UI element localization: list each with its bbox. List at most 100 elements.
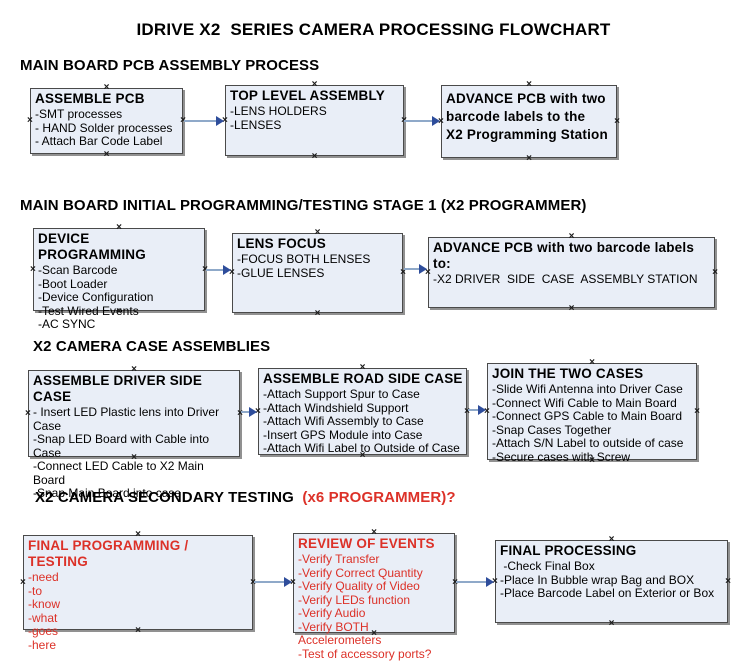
box-line: -Snap Main Board into case [33, 486, 182, 500]
flow-connector-arrow[interactable] [468, 405, 486, 415]
box-title: ASSEMBLE ROAD SIDE CASE [263, 371, 463, 386]
box-line: -to [28, 583, 43, 598]
flow-box-join-the-two-cases[interactable]: × × × × JOIN THE TWO CASES -Slide Wifi A… [484, 358, 700, 466]
box-lines: -LENS HOLDERS-LENSES [230, 104, 400, 132]
box-lines: -SMT processes- HAND Solder processes- A… [35, 107, 179, 149]
box-line: -LENSES [230, 117, 282, 132]
box-line: -Verify Transfer [298, 552, 380, 566]
connector-line [404, 120, 433, 122]
flow-connector-arrow[interactable] [241, 407, 257, 417]
box-line: - Insert LED Plastic lens into Driver Ca… [33, 405, 223, 433]
arrowhead-icon [432, 116, 440, 126]
box-line: -Verify BOTH Accelerometers [298, 619, 382, 647]
box-lines: -X2 DRIVER SIDE CASE ASSEMBLY STATION [433, 272, 711, 287]
box-line: -Connect LED Cable to X2 Main Board [33, 459, 208, 487]
box-line: -GLUE LENSES [237, 265, 325, 280]
connector-line [456, 581, 487, 583]
box-title: JOIN THE TWO CASES [492, 366, 644, 381]
box-line: -Test Wired Events [38, 303, 139, 318]
box-lines: -need-to-know-what-goes-here [28, 570, 249, 652]
box-line: -X2 DRIVER SIDE CASE ASSEMBLY STATION [433, 272, 698, 286]
connector-line [254, 581, 285, 583]
box-line: -Attach Wifi Label to Outside of Case [263, 441, 460, 455]
flow-box-final-programming-testing[interactable]: × × × × FINAL PROGRAMMING / TESTING -nee… [20, 530, 256, 652]
flow-box-assemble-road-side-case[interactable]: × × × × ASSEMBLE ROAD SIDE CASE -Attach … [255, 363, 470, 461]
box-line: -Check Final Box [500, 559, 595, 573]
flow-box-top-level-assembly[interactable]: × × × × TOP LEVEL ASSEMBLY -LENS HOLDERS… [222, 80, 407, 162]
box-title: FINAL PROGRAMMING / TESTING [28, 538, 189, 569]
section-header-case-assemblies: X2 CAMERA CASE ASSEMBLIES [33, 338, 271, 355]
connection-point-icon: × [568, 303, 575, 314]
box-line: - HAND Solder processes [35, 120, 173, 135]
flow-box-assemble-pcb[interactable]: × × × × ASSEMBLE PCB -SMT processes- HAN… [27, 83, 186, 160]
section-header-red-suffix: (x6 PROGRAMMER)? [298, 489, 456, 506]
flow-box-review-of-events[interactable]: × × × × REVIEW OF EVENTS -Verify Transfe… [290, 528, 458, 661]
box-title: REVIEW OF EVENTS [298, 536, 435, 551]
connection-point-icon: × [694, 405, 700, 417]
connection-point-icon: × [20, 576, 26, 588]
box-title: ASSEMBLE PCB [35, 91, 145, 106]
box-line: -Secure cases with Screw [492, 449, 631, 464]
arrowhead-icon [284, 577, 292, 587]
box-line: -SMT processes [35, 107, 123, 121]
box-lines: -Slide Wifi Antenna into Driver Case-Con… [492, 382, 693, 464]
flow-box-assemble-driver-side-case[interactable]: × × × × ASSEMBLE DRIVER SIDE CASE - Inse… [25, 365, 243, 500]
box-line: - Attach Bar Code Label [35, 134, 163, 148]
box-line: -what [28, 610, 58, 625]
arrowhead-icon [419, 264, 427, 274]
connector-line [404, 268, 420, 270]
flow-connector-arrow[interactable] [456, 577, 494, 587]
connector-line [468, 409, 479, 411]
box-line: -Connect Wifi Cable to Main Board [492, 395, 677, 410]
box-title: DEVICE PROGRAMMING [38, 231, 146, 262]
arrowhead-icon [486, 577, 494, 587]
box-line: -know [28, 597, 61, 611]
page-title: IDRIVE X2 SERIES CAMERA PROCESSING FLOWC… [136, 20, 611, 39]
box-line: -Verify Quality of Video [298, 579, 420, 593]
connection-point-icon: × [608, 618, 615, 629]
flow-connector-arrow[interactable] [404, 116, 440, 126]
section-header-secondary-testing: X2 CAMERA SECONDARY TESTING (x6 PROGRAMM… [35, 489, 456, 506]
box-line: -Attach Windshield Support [263, 400, 409, 415]
box-line: -goes [28, 624, 59, 638]
flow-connector-arrow[interactable] [184, 116, 224, 126]
flow-box-device-programming[interactable]: × × × × DEVICE PROGRAMMING -Scan Barcode… [30, 223, 208, 331]
section-header-black-text: X2 CAMERA SECONDARY TESTING [35, 489, 299, 506]
connection-point-icon: × [25, 407, 31, 419]
box-line: -Snap LED Board with Cable into Case [33, 432, 213, 460]
connector-line [206, 269, 224, 271]
box-line: -Slide Wifi Antenna into Driver Case [492, 382, 683, 396]
flow-box-advance-pcb-driver-side[interactable]: × × × × ADVANCE PCB with two barcode lab… [425, 232, 718, 314]
connection-point-icon: × [712, 266, 718, 278]
section-header-initial-programming: MAIN BOARD INITIAL PROGRAMMING/TESTING S… [20, 197, 587, 214]
flow-box-final-processing[interactable]: × × × × FINAL PROCESSING -Check Final Bo… [492, 535, 731, 629]
connector-line [184, 120, 217, 122]
box-line: -AC SYNC [38, 317, 96, 331]
box-line: -here [28, 637, 57, 652]
box-lines: - Insert LED Plastic lens into Driver Ca… [33, 405, 236, 501]
flow-connector-arrow[interactable] [404, 264, 427, 274]
connection-point-icon: × [314, 308, 321, 319]
box-line: -Attach Wifi Assembly to Case [263, 414, 424, 428]
connection-point-icon: × [103, 149, 110, 160]
flow-connector-arrow[interactable] [254, 577, 292, 587]
flow-connector-arrow[interactable] [206, 265, 231, 275]
arrowhead-icon [249, 407, 257, 417]
flow-box-lens-focus[interactable]: × × × × LENS FOCUS -FOCUS BOTH LENSES-GL… [229, 228, 406, 319]
flow-box-advance-pcb-programming-station[interactable]: × × × × ADVANCE PCB with two barcode lab… [438, 80, 620, 164]
box-line: -Verify Correct Quantity [298, 565, 423, 580]
box-title: ASSEMBLE DRIVER SIDE CASE [33, 373, 203, 404]
box-line: -Device Configuration [38, 290, 154, 304]
box-line: -need [28, 570, 59, 584]
arrowhead-icon [478, 405, 486, 415]
connection-point-icon: × [614, 115, 620, 127]
box-line: -Connect GPS Cable to Main Board [492, 409, 683, 423]
box-line: -LENS HOLDERS [230, 104, 327, 118]
box-lines: -Scan Barcode-Boot Loader-Device Configu… [38, 263, 201, 332]
box-line: -Verify Audio [298, 606, 366, 620]
connection-point-icon: × [526, 153, 532, 164]
box-line: -Insert GPS Module into Case [263, 427, 423, 442]
connection-point-icon: × [725, 575, 731, 587]
box-title: ADVANCE PCB with two barcode labels to t… [446, 91, 608, 142]
